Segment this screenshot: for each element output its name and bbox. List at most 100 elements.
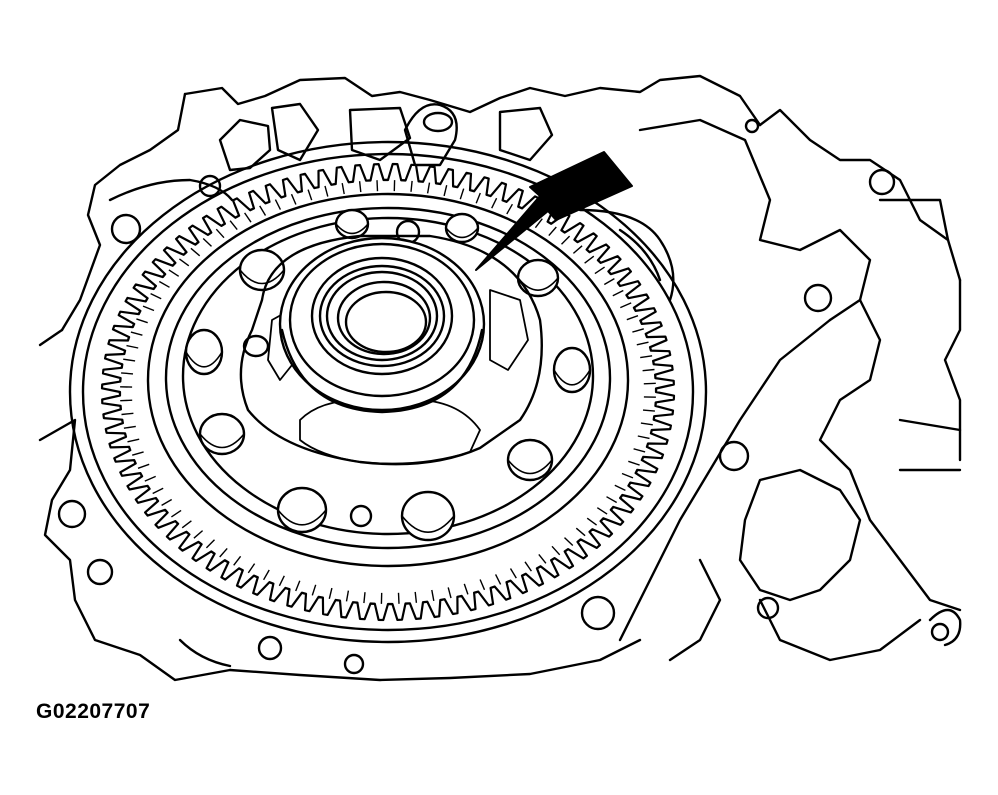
gear-tooth-root — [121, 412, 134, 416]
gear-tooth-root — [190, 247, 201, 257]
gear-tooth-root — [215, 228, 225, 239]
gear-tooth-root — [123, 358, 136, 362]
housing-casting — [38, 74, 762, 682]
gear-tooth-root — [193, 530, 204, 539]
gear-tooth-root — [596, 507, 608, 515]
gear-tooth-root — [431, 589, 435, 602]
gear-tooth-root — [363, 592, 366, 604]
gear-tooth-root — [561, 235, 571, 245]
callout-arrow — [475, 151, 633, 271]
gear-tooth-root — [594, 266, 605, 275]
gear-tooth-root — [247, 563, 256, 574]
gear-tooth-root — [307, 189, 313, 201]
gear-tooth-root — [443, 185, 448, 197]
gear-tooth-root — [538, 553, 547, 564]
gear-tooth-root — [491, 197, 498, 209]
gear-tooth-root — [621, 472, 634, 479]
gear-tooth-root — [564, 537, 574, 547]
gear-tooth-root — [642, 368, 655, 372]
gear-tooth-root — [229, 220, 238, 231]
gear-tooth-root — [219, 547, 228, 558]
gear-tooth-root — [637, 435, 650, 440]
gear-tooth-root — [150, 292, 162, 300]
gear-tooth-root — [426, 182, 431, 194]
gear-tooth-root — [328, 587, 333, 599]
gear-tooth-root — [152, 487, 164, 495]
gear-tooth-root — [168, 269, 180, 277]
gear-tooth-root — [524, 561, 532, 572]
gear-tooth-root — [233, 555, 242, 566]
gear-tooth-root — [479, 579, 486, 591]
carrier-caps — [184, 208, 592, 542]
gear-tooth-root — [506, 203, 514, 215]
gear-tooth-root — [643, 382, 656, 385]
gear-tooth-root — [534, 218, 543, 229]
gear-tooth-root — [262, 569, 270, 581]
gear-tooth-root — [171, 509, 182, 518]
gear-tooth-root — [120, 399, 133, 402]
gear-tooth-root — [640, 355, 653, 359]
gear-tooth-root — [121, 372, 134, 375]
carrier-cap-edge — [239, 269, 285, 285]
gear-tooth-root — [410, 180, 413, 192]
gear-tooth-root — [295, 580, 301, 592]
gear-tooth-root — [161, 498, 173, 507]
gear-tooth-root — [311, 584, 317, 596]
gear-tooth-root — [620, 302, 632, 309]
gear-tooth-root — [274, 199, 282, 210]
gear-tooth-root — [636, 341, 649, 346]
gear-tooth-root — [358, 181, 362, 193]
gear-tooth-root — [447, 587, 452, 599]
housing-bolt-holes — [57, 174, 616, 675]
figure-id-label: G02207707 — [36, 700, 151, 723]
gear-tooth-root — [614, 484, 626, 492]
gear-tooth-root — [376, 180, 379, 192]
gear-tooth-root — [640, 422, 653, 426]
gear-tooth-root — [603, 277, 615, 286]
gear-tooth-root — [178, 258, 190, 267]
gear-tooth-root — [397, 592, 400, 604]
gear-tooth-root — [628, 460, 640, 466]
gear-tooth-root — [509, 568, 517, 579]
gear-tooth-root — [612, 289, 624, 297]
gear-tooth-root — [142, 305, 155, 312]
gear-tooth-root — [158, 280, 170, 288]
gear-tooth-root — [606, 496, 618, 504]
carrier-cap-edge — [553, 369, 591, 386]
gear-tooth-root — [586, 517, 598, 526]
gear-tooth-root — [345, 590, 350, 602]
carrier-cap-edge — [199, 433, 245, 449]
gear-tooth-root — [642, 409, 655, 412]
gear-tooth-root — [244, 212, 252, 223]
gear-tooth-root — [290, 193, 297, 205]
gear-tooth-root — [572, 245, 583, 254]
gear-tooth-root — [341, 182, 345, 195]
gear-tooth-root — [575, 527, 586, 537]
carrier-cap-edge — [335, 223, 369, 235]
gear-tooth-root — [181, 520, 192, 529]
housing-misc-lines — [178, 208, 675, 668]
gear-tooth-root — [137, 463, 150, 469]
carrier-cap-edge — [507, 459, 553, 475]
gear-tooth-root — [132, 451, 144, 456]
gear-tooth-root — [205, 539, 215, 549]
gear-tooth-root — [123, 425, 136, 429]
gear-tooth-root — [414, 591, 418, 603]
gear-tooth-root — [494, 574, 502, 585]
gear-tooth-root — [626, 315, 639, 321]
carrier-plate — [146, 192, 630, 568]
housing-right-side — [618, 108, 962, 662]
carrier-cap-edge — [185, 351, 223, 368]
gear-tooth-root — [126, 344, 139, 349]
flange-ring — [68, 140, 708, 644]
gear-tooth-root — [632, 328, 644, 333]
carrier-cap-edge — [445, 227, 479, 239]
gear-tooth-root — [633, 448, 646, 453]
carrier-cap-edge — [277, 509, 327, 526]
gear-tooth-root — [127, 438, 140, 443]
carrier-cap-edge — [401, 515, 455, 533]
gear-tooth-root — [551, 545, 561, 556]
gear-tooth-root — [144, 475, 156, 482]
gear-tooth-root — [475, 192, 481, 204]
